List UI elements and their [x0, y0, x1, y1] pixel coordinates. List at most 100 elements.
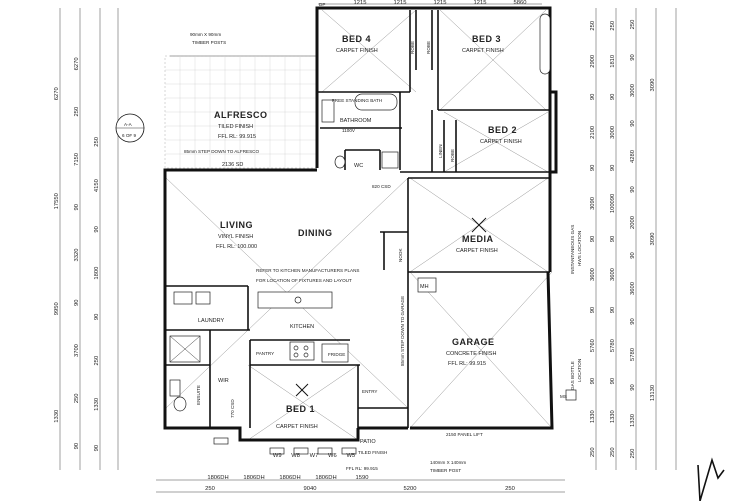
garage-ffl: FFL RL: 99.915 [448, 361, 486, 367]
dimension-lines [59, 3, 677, 493]
bed1-label: BED 1 [286, 404, 315, 414]
room-labels: BED 4 CARPET FINISH BED 3 CARPET FINISH … [184, 34, 522, 471]
dim-left2-7: 250 [74, 393, 80, 403]
mh-label: MH [420, 284, 429, 290]
robe-label-bed2: ROBE [450, 149, 455, 162]
bed2-finish: CARPET FINISH [480, 139, 522, 145]
dim-right2-6: 90 [610, 236, 616, 242]
meter-box-label: MS [560, 394, 567, 399]
internal-walls [165, 10, 550, 428]
alfresco-ffl: FFL RL: 99.915 [218, 134, 256, 140]
bathroom-sub: 1100V [342, 128, 356, 133]
living-label: LIVING [220, 220, 253, 230]
dim-right3-6: 2000 [630, 216, 636, 229]
dim-right2-0: 250 [610, 21, 616, 31]
timber-post-front: 140mm X 140mm [430, 460, 466, 465]
dim-righttotal-1: 3090 [650, 233, 656, 246]
dim-win-4: W5 [346, 453, 355, 459]
dim-win-0: W9 [273, 453, 282, 459]
dimension-texts: 2502900902100903090903600905760901330250… [54, 0, 656, 492]
dim-bottom-1: 9040 [304, 486, 317, 492]
dim-right2-8: 90 [610, 307, 616, 313]
dim-left3-3: 1800 [94, 267, 100, 280]
dim-right3-7: 90 [630, 252, 636, 258]
dim-right3-11: 90 [630, 384, 636, 390]
garage-step-note: 85mm STEP DOWN TO GARAGE [400, 296, 405, 366]
garage-label: GARAGE [452, 337, 495, 347]
dim-right2-11: 1330 [610, 410, 616, 423]
dim-left2-0: 6270 [74, 57, 80, 70]
alfresco-label: ALFRESCO [214, 110, 268, 120]
wc-label: WC [354, 163, 363, 169]
dim-right3-2: 3000 [630, 84, 636, 97]
dim-top-3: 1215 [474, 0, 487, 6]
robe-label-bed4: ROBE [410, 41, 415, 54]
section-sheet: 6 OF 9 [122, 133, 136, 138]
dining-label: DINING [298, 228, 333, 238]
dim-right2-10: 90 [610, 378, 616, 384]
dim-right1-2: 90 [590, 94, 596, 100]
dim-top-0: 1215 [354, 0, 367, 6]
dim-right2-3: 3000 [610, 126, 616, 139]
patio-finish: TILED FINISH [358, 450, 387, 455]
dim-win-1: W8 [291, 453, 300, 459]
dim-right1-7: 3600 [590, 268, 596, 281]
downpipe-label: DP [319, 2, 325, 7]
hws-label-1: INSTANTANEOUS GAS [570, 225, 575, 274]
dim-left3-2: 90 [94, 226, 100, 232]
dim-right1-0: 250 [590, 21, 596, 31]
fridge-label: FRIDGE [328, 352, 345, 357]
dim-bottom-0: 250 [205, 486, 215, 492]
gas-bottle-label-1: GAS BOTTLE [570, 361, 575, 390]
annotations: 90mm X 90mm TIMBER POSTS A-A 6 OF 9 2136… [122, 2, 582, 473]
dim-left2-2: 7150 [74, 153, 80, 166]
bathroom-label: BATHROOM [340, 118, 372, 124]
dim-left1-3: 1330 [54, 410, 60, 423]
dim-top-1: 1215 [394, 0, 407, 6]
dim-left3-7: 90 [94, 445, 100, 451]
dim-left1-1: 17550 [54, 193, 60, 209]
bed2-label: BED 2 [488, 125, 517, 135]
panel-lift-label: 2150 PANEL LIFT [446, 432, 483, 437]
timber-posts-label-2: TIMBER POSTS [192, 40, 226, 45]
sliding-door-label: 2136 SD [222, 162, 243, 168]
dim-right3-0: 250 [630, 20, 636, 30]
dim-top-2: 1215 [434, 0, 447, 6]
dim-right2-2: 90 [610, 94, 616, 100]
dim-left2-1: 250 [74, 107, 80, 117]
robe-label-bed3: ROBE [426, 41, 431, 54]
timber-posts-label: 90mm X 90mm [190, 32, 221, 37]
dim-doors-1: 1806DH [243, 475, 264, 481]
external-walls [163, 6, 558, 442]
dim-right2-7: 3600 [610, 268, 616, 281]
dim-right1-3: 2100 [590, 126, 596, 139]
dim-right3-4: 4280 [630, 150, 636, 163]
media-label: MEDIA [462, 234, 494, 244]
dim-right2-4: 90 [610, 165, 616, 171]
dim-left1-0: 6270 [54, 87, 60, 100]
dim-left2-4: 3320 [74, 249, 80, 262]
dim-right1-1: 2900 [590, 55, 596, 68]
dim-doors-3: 1806DH [315, 475, 336, 481]
dim-left2-8: 90 [74, 443, 80, 449]
dim-right3-12: 1330 [630, 414, 636, 427]
laundry-label: LAUNDRY [198, 318, 225, 324]
bed4-label: BED 4 [342, 34, 371, 44]
kitchen-label: KITCHEN [290, 324, 314, 330]
dim-left3-5: 250 [94, 356, 100, 366]
ensuite-label: ENSUITE [196, 385, 201, 405]
kitchen-note2: FOR LOCATION OF FIXTURES AND LAYOUT [256, 278, 352, 283]
pantry-label: PANTRY [256, 351, 274, 356]
dim-right1-11: 1330 [590, 410, 596, 423]
dim-righttotal-0: 3090 [650, 79, 656, 92]
kitchen-note1: REFER TO KITCHEN MANUFACTURERS PLANS [256, 268, 359, 273]
dim-left2-6: 3700 [74, 344, 80, 357]
dim-right1-12: 250 [590, 447, 596, 457]
dim-right1-6: 90 [590, 236, 596, 242]
dim-right1-8: 90 [590, 307, 596, 313]
dim-doors-2: 1806DH [279, 475, 300, 481]
dim-right3-3: 90 [630, 120, 636, 126]
cavity-door-label: 820 CSD [372, 184, 391, 189]
patio-label: PATIO [360, 439, 376, 445]
